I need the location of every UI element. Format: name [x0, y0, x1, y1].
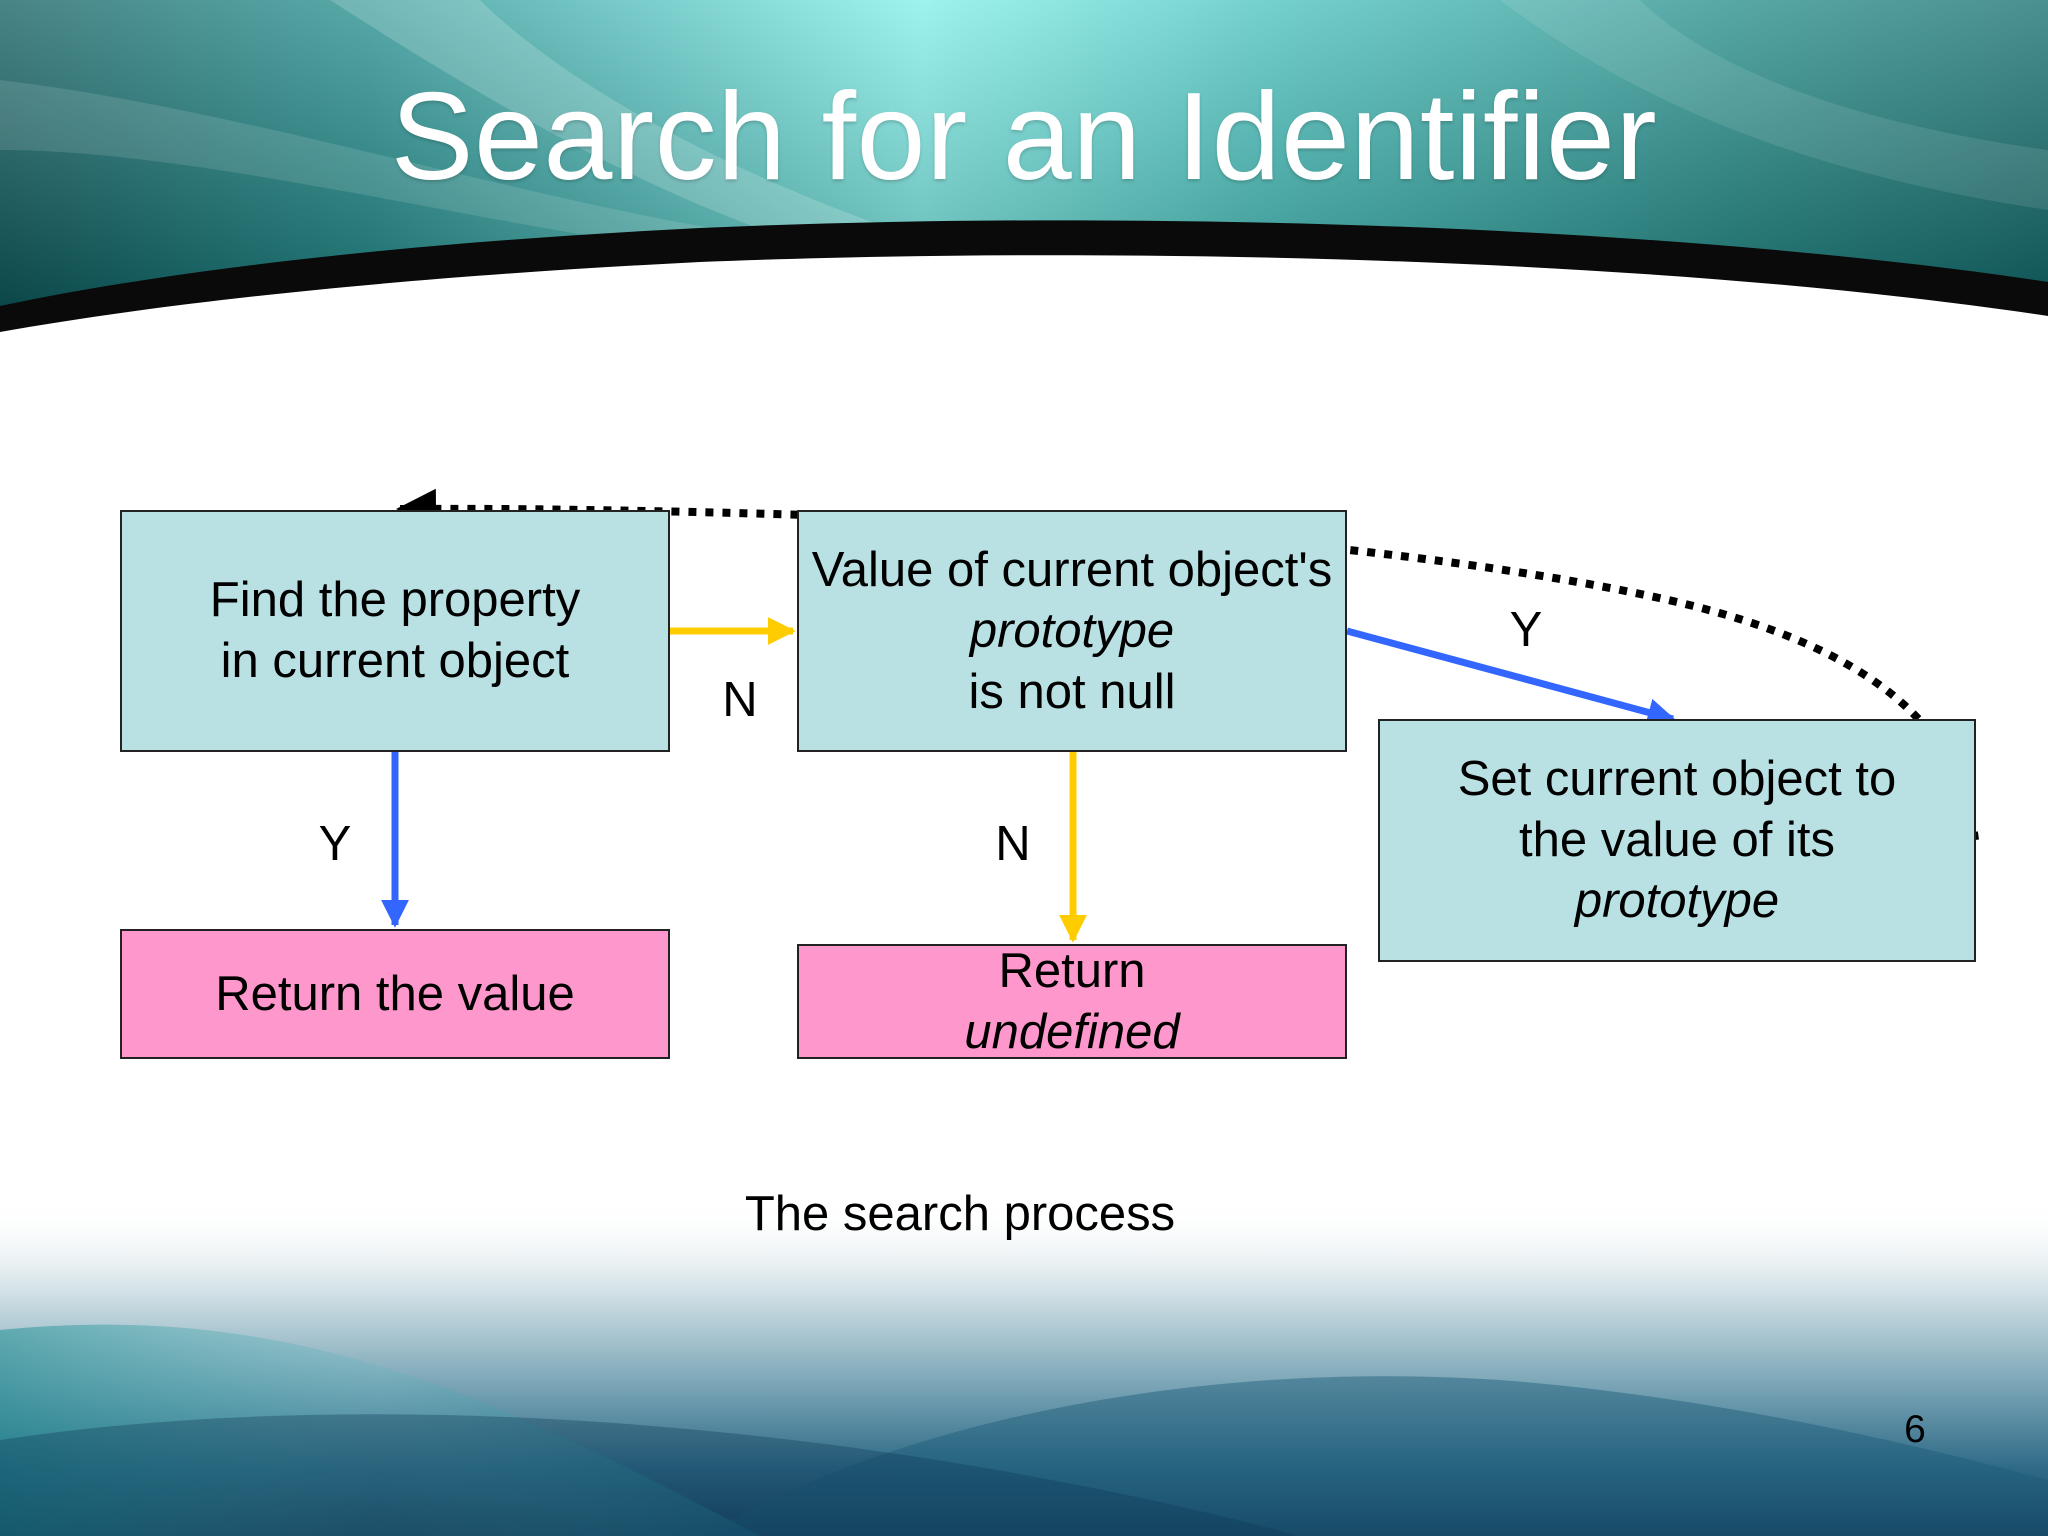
- node-label-line: Return the value: [215, 964, 575, 1025]
- node-label-run: Return the value: [215, 966, 575, 1021]
- node-label-line: Find the property: [210, 570, 580, 631]
- edge-label-check-to-set: Y: [1509, 603, 1543, 657]
- node-label-run: Value of current object's: [811, 542, 1333, 597]
- node-label-italic-run: prototype: [969, 603, 1175, 658]
- node-label-line: the value of its prototype: [1458, 810, 1897, 932]
- edge-label-find-to-check: N: [722, 673, 758, 727]
- slide-title: Search for an Identifier: [390, 68, 1658, 206]
- page-number: 6: [1904, 1408, 1926, 1451]
- node-return-value: Return the value: [120, 929, 670, 1059]
- node-label-run: Return: [998, 943, 1146, 998]
- edge-label-find-to-return-value: Y: [318, 817, 352, 871]
- node-return-undefined: Return undefined: [797, 944, 1347, 1059]
- node-label-italic-run: prototype: [1574, 874, 1780, 928]
- edge-label-check-to-return-undefined: N: [995, 817, 1031, 871]
- node-label-run: Find the property: [209, 573, 581, 627]
- node-find-property: Find the property in current object: [120, 510, 670, 752]
- node-label-line: Return undefined: [964, 941, 1179, 1063]
- node-label-line: prototype is not null: [812, 601, 1333, 723]
- node-label-run: in current object: [220, 634, 570, 688]
- diagram-caption: The search process: [744, 1187, 1176, 1241]
- node-label-italic-run: undefined: [964, 1004, 1180, 1059]
- node-label-run: the value of its: [1519, 813, 1835, 867]
- arrow-check-to-set: [1346, 627, 1676, 726]
- node-label-line: Set current object to: [1458, 749, 1897, 810]
- node-label-line: in current object: [210, 631, 580, 692]
- node-label-run: Set current object to: [1457, 752, 1897, 806]
- node-label-line: Value of current object's: [812, 540, 1333, 601]
- node-label-run: is not null: [968, 664, 1176, 719]
